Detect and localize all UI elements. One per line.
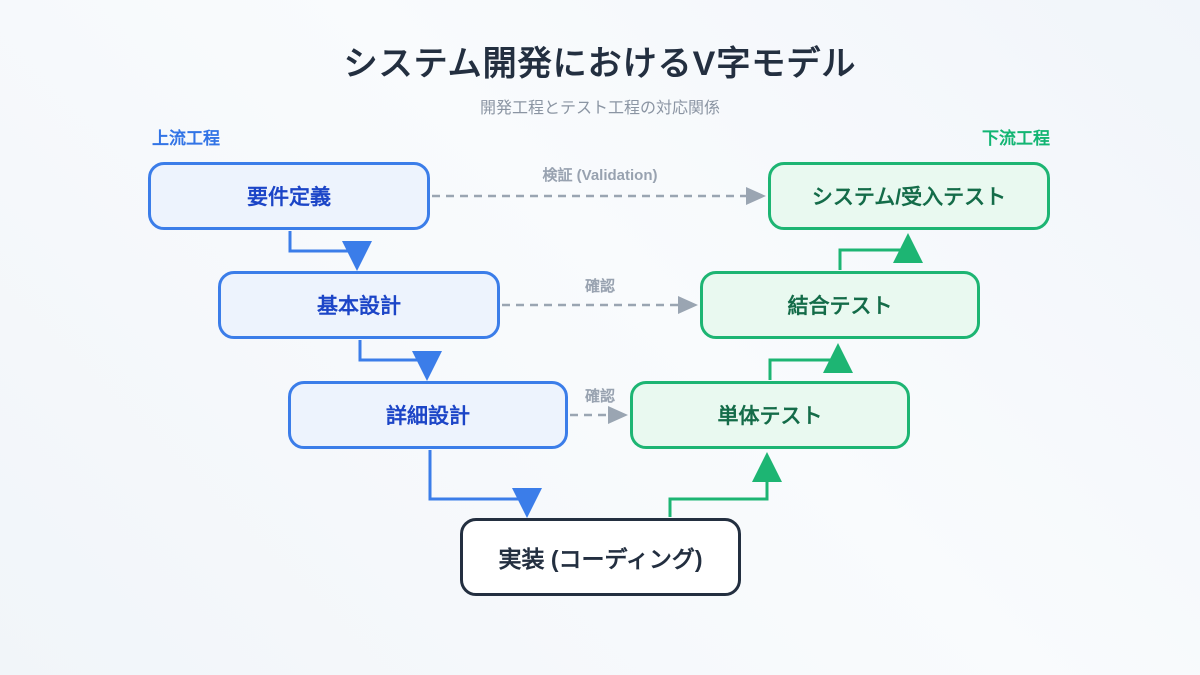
node-requirements: 要件定義 <box>148 162 430 230</box>
arrow-requirements-to-basic-design <box>288 231 357 253</box>
node-implementation: 実装 (コーディング) <box>460 518 741 596</box>
arrow-detailed-design-to-implementation <box>428 450 527 501</box>
arrowhead-up-icon <box>893 233 923 263</box>
node-integration-test: 結合テスト <box>700 271 980 339</box>
arrow-integration-test-to-system-test <box>838 248 908 270</box>
upstream-lane-label: 上流工程 <box>152 129 220 148</box>
edge-label-verification-low: 確認 <box>584 388 616 405</box>
arrowhead-down-icon <box>342 241 372 271</box>
downstream-lane-label: 下流工程 <box>982 129 1050 148</box>
page-subtitle: 開発工程とテスト工程の対応関係 <box>479 100 720 117</box>
arrowhead-right-icon <box>608 406 628 424</box>
arrow-implementation-to-unit-test <box>668 482 769 517</box>
node-detailed-design: 詳細設計 <box>288 381 568 449</box>
arrowhead-up-icon <box>823 343 853 373</box>
page-title: システム開発におけるV字モデル <box>343 45 857 83</box>
edge-label-validation: 検証 (Validation) <box>542 167 658 184</box>
node-system-acceptance-test: システム/受入テスト <box>768 162 1050 230</box>
node-unit-test: 単体テスト <box>630 381 910 449</box>
arrowhead-down-icon <box>512 488 542 518</box>
arrow-basic-design-to-detailed-design <box>358 340 427 362</box>
arrowhead-up-icon <box>752 452 782 482</box>
arrow-unit-test-to-integration-test <box>768 358 838 380</box>
arrowhead-right-icon <box>746 187 766 205</box>
arrowhead-right-icon <box>678 296 698 314</box>
node-basic-design: 基本設計 <box>218 271 500 339</box>
arrowhead-down-icon <box>412 351 442 381</box>
edge-label-verification-mid: 確認 <box>584 278 616 295</box>
